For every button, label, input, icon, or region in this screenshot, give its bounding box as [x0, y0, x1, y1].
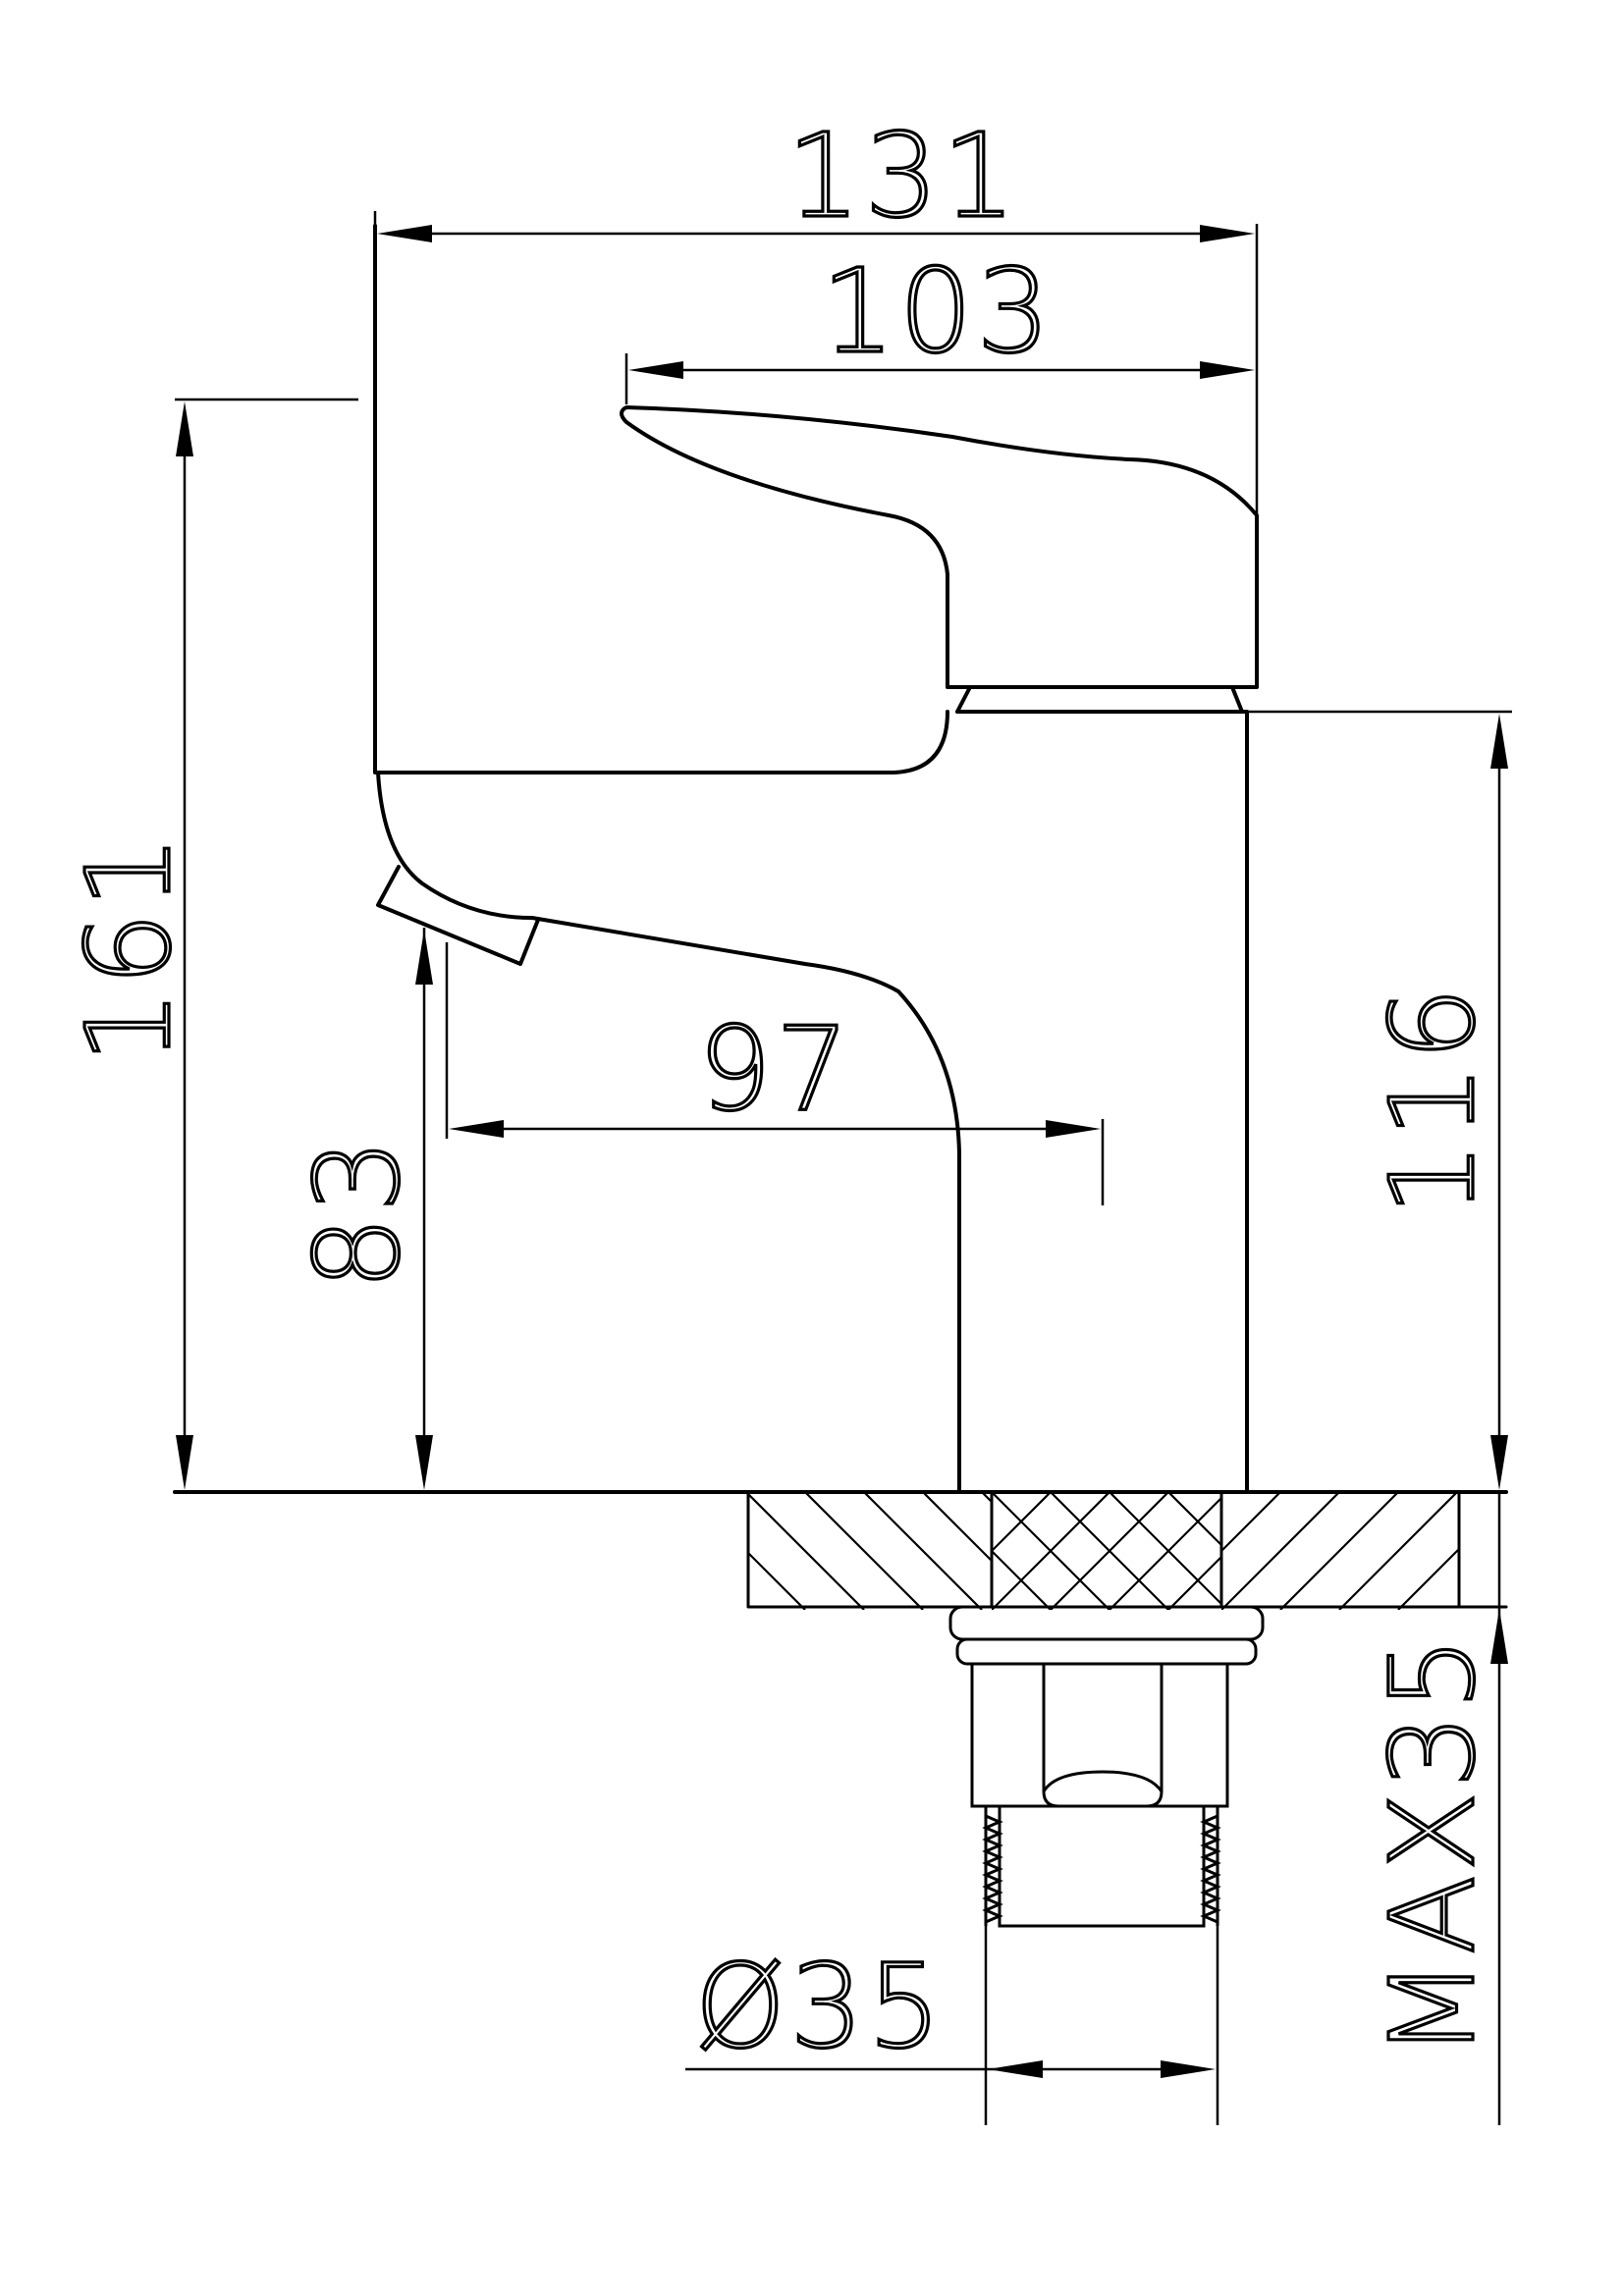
label-116: 116 — [1365, 983, 1500, 1215]
main-body — [373, 224, 1249, 1494]
hatch-right — [1221, 1492, 1459, 1610]
dim-body-height: 116 — [1247, 710, 1512, 1490]
lever-handle — [620, 405, 1259, 689]
dim-max-deck: MAX35 — [1363, 1494, 1508, 2125]
threaded-tail — [984, 1806, 1219, 1928]
dim-overall-width: 131 — [373, 106, 1259, 515]
tap-body-outline — [373, 224, 1259, 1494]
hatch-left — [748, 1492, 992, 1610]
deck-section — [173, 1490, 1508, 1610]
dim-spout-height: 83 — [288, 928, 433, 1490]
label-103: 103 — [821, 243, 1054, 379]
hatch-centre — [992, 1492, 1221, 1610]
dim-spout-reach: 97 — [445, 942, 1105, 1205]
dim-lever-length: 103 — [624, 241, 1255, 404]
label-max35: MAX35 — [1365, 1632, 1500, 2058]
dim-overall-height: 161 — [59, 398, 358, 1490]
label-161: 161 — [61, 830, 196, 1063]
aerator — [376, 865, 540, 966]
label-dia35: Ø35 — [694, 1939, 945, 2074]
mounting-shank — [948, 1605, 1265, 1928]
handle-collar — [955, 685, 1244, 714]
label-97: 97 — [698, 1001, 853, 1137]
label-83: 83 — [290, 1135, 425, 1290]
dim-shank-diameter: Ø35 — [685, 1926, 1219, 2125]
label-131: 131 — [786, 108, 1019, 243]
